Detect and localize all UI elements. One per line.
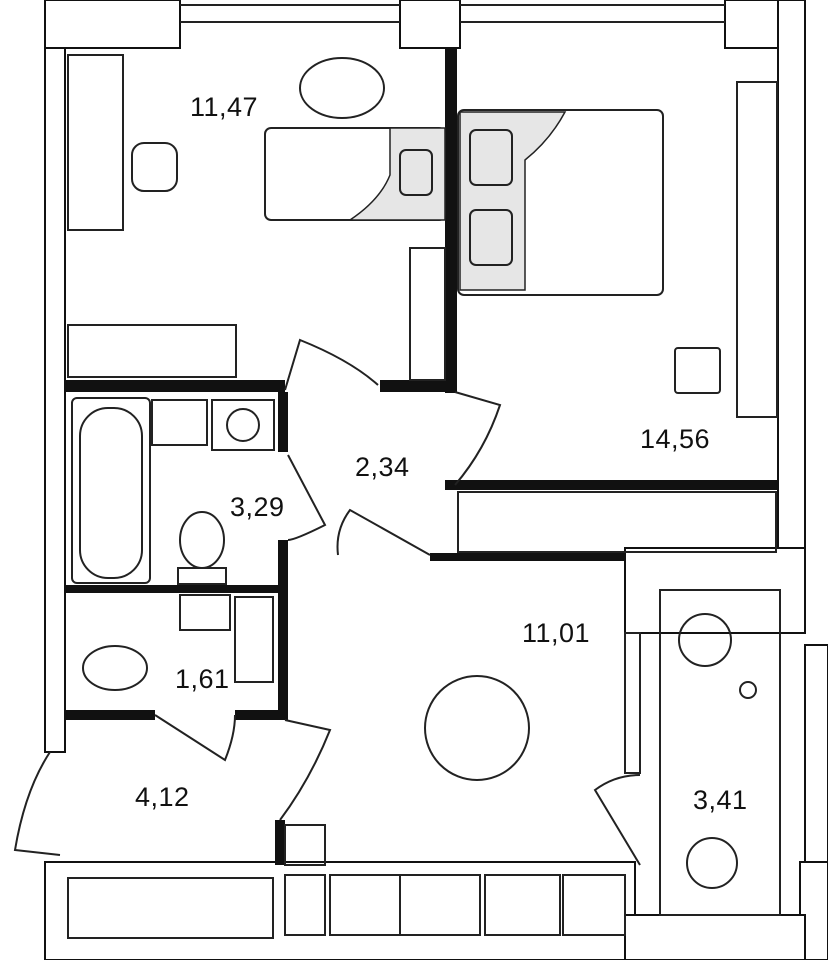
room-area-label: 4,12 — [135, 782, 190, 812]
room-area-label: 11,47 — [190, 92, 259, 122]
room-area-label: 11,01 — [522, 618, 591, 648]
room-area-label: 2,34 — [355, 452, 410, 482]
wall-right — [777, 0, 806, 571]
furniture — [67, 54, 781, 936]
walls — [44, 0, 828, 960]
balcony-window — [804, 644, 828, 866]
doors — [13, 338, 641, 866]
balcony-bottom — [624, 914, 806, 960]
radiators — [67, 324, 777, 939]
wall-left — [44, 0, 66, 753]
room-area-label: 14,56 — [640, 424, 711, 454]
room-area-label: 3,41 — [693, 785, 748, 815]
wall-bottom — [44, 861, 636, 960]
room-area-label: 1,61 — [175, 664, 230, 694]
room-area-label: 3,29 — [230, 492, 285, 522]
wall-top-mid — [399, 0, 461, 49]
wall-top-left — [44, 0, 181, 49]
